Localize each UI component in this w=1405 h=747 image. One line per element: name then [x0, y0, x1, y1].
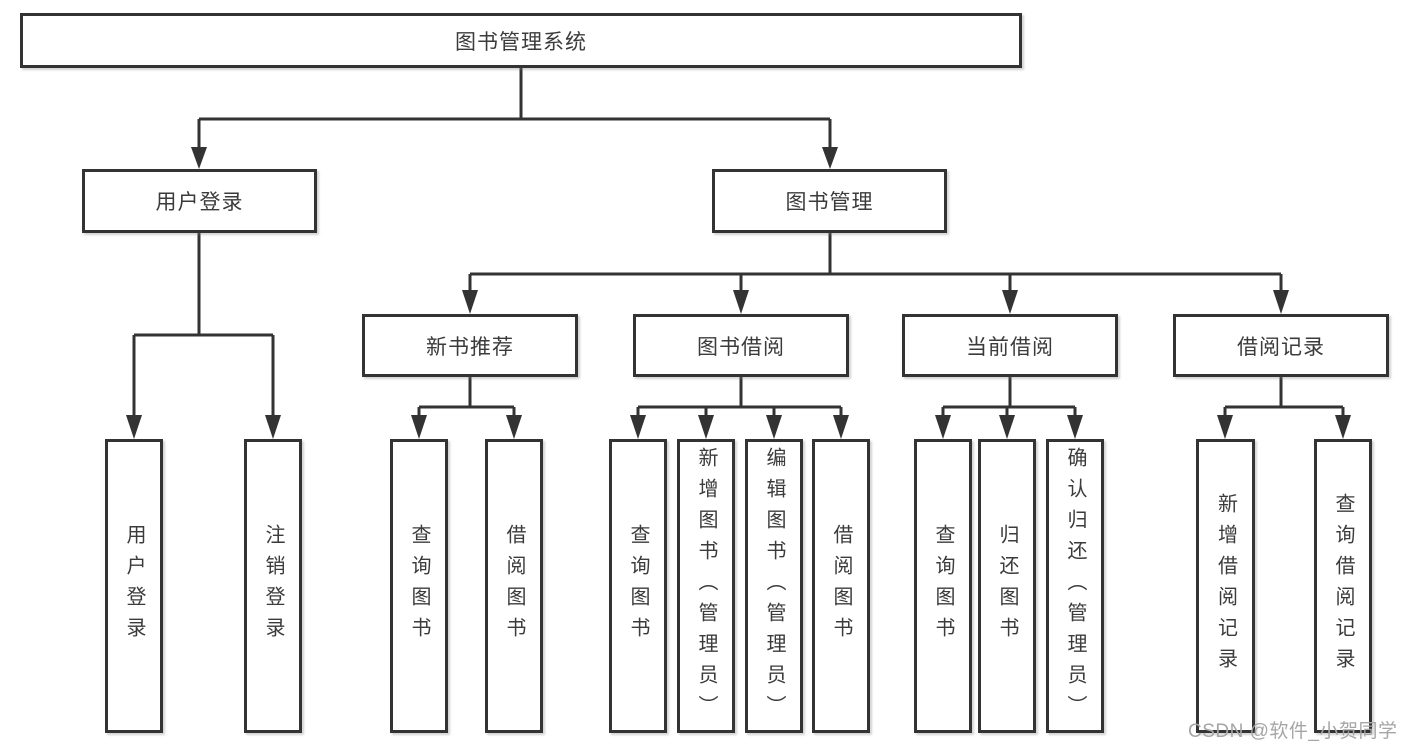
- leaf-label: 编辑图书（管理员）: [763, 446, 785, 726]
- arrow-down-icon: [1067, 415, 1083, 439]
- leaf-logout: 注销登录: [244, 439, 302, 733]
- leaf-edit-book-admin: 编辑图书（管理员）: [745, 439, 803, 733]
- node-current-borrowing: 当前借阅: [902, 314, 1118, 377]
- node-label: 图书管理: [785, 191, 874, 214]
- node-library-management-system: 图书管理系统: [20, 13, 1022, 68]
- node-book-management: 图书管理: [712, 169, 947, 233]
- arrow-down-icon: [1217, 415, 1233, 439]
- arrowheads: [126, 147, 1351, 439]
- arrow-down-icon: [126, 415, 142, 439]
- node-label: 图书借阅: [697, 335, 785, 359]
- arrow-down-icon: [999, 415, 1015, 439]
- leaf-query-books-recommend: 查询图书: [390, 439, 448, 733]
- leaf-borrow-books: 借阅图书: [812, 439, 870, 733]
- arrow-down-icon: [462, 290, 478, 314]
- node-label: 图书管理系统: [455, 30, 587, 54]
- leaf-label: 查询图书: [932, 524, 954, 648]
- leaf-label: 查询图书: [408, 524, 430, 648]
- node-label: 用户登录: [155, 191, 244, 214]
- leaf-label: 新增借阅记录: [1214, 493, 1237, 679]
- node-new-book-recommendation: 新书推荐: [362, 314, 578, 377]
- arrow-down-icon: [411, 415, 427, 439]
- arrow-down-icon: [833, 415, 849, 439]
- leaf-add-book-admin: 新增图书（管理员）: [677, 439, 735, 733]
- leaf-query-books-borrowing: 查询图书: [609, 439, 667, 733]
- watermark: CSDN @软件_小贺同学: [1188, 721, 1398, 742]
- arrow-down-icon: [766, 415, 782, 439]
- arrow-down-icon: [733, 290, 749, 314]
- arrow-down-icon: [1273, 290, 1289, 314]
- leaf-label: 查询图书: [627, 524, 649, 648]
- leaf-label: 查询借阅记录: [1332, 493, 1354, 679]
- arrow-down-icon: [935, 415, 951, 439]
- leaf-label: 注销登录: [262, 524, 284, 648]
- arrow-down-icon: [265, 415, 281, 439]
- leaf-label: 借阅图书: [830, 524, 852, 648]
- arrow-down-icon: [1002, 290, 1018, 314]
- leaf-query-books-current: 查询图书: [914, 439, 972, 733]
- leaf-label: 确认归还（管理员）: [1064, 446, 1086, 726]
- leaf-borrow-books-recommend: 借阅图书: [485, 439, 543, 733]
- arrow-down-icon: [1335, 415, 1351, 439]
- leaf-label: 借阅图书: [503, 524, 525, 648]
- leaf-label: 用户登录: [123, 524, 145, 648]
- leaf-confirm-return-admin: 确认归还（管理员）: [1046, 439, 1104, 733]
- connector-lines: [132, 68, 1345, 418]
- node-user-login: 用户登录: [82, 169, 317, 233]
- leaf-return-books: 归还图书: [978, 439, 1036, 733]
- node-label: 当前借阅: [966, 335, 1054, 359]
- arrow-down-icon: [191, 147, 207, 169]
- arrow-down-icon: [506, 415, 522, 439]
- node-label: 借阅记录: [1237, 335, 1325, 359]
- leaf-user-login: 用户登录: [105, 439, 163, 733]
- arrow-down-icon: [698, 415, 714, 439]
- leaf-label: 归还图书: [996, 524, 1018, 648]
- arrow-down-icon: [822, 147, 838, 169]
- leaf-query-borrow-record: 查询借阅记录: [1314, 439, 1372, 733]
- node-label: 新书推荐: [426, 335, 514, 359]
- leaf-label: 新增图书（管理员）: [695, 446, 717, 726]
- node-borrowing-records: 借阅记录: [1173, 314, 1389, 377]
- arrow-down-icon: [630, 415, 646, 439]
- node-book-borrowing: 图书借阅: [633, 314, 849, 377]
- leaf-add-borrow-record: 新增借阅记录: [1196, 439, 1255, 733]
